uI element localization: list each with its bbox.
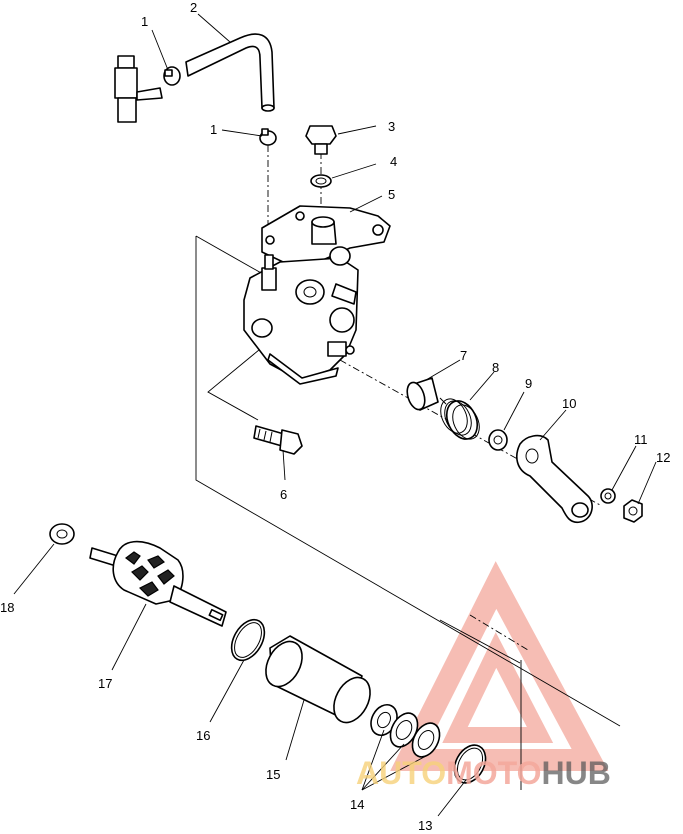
callout-11: 11 [634, 432, 648, 447]
sealing-washer [310, 174, 332, 188]
watermark-logo [390, 561, 609, 771]
pump-control-lever [516, 434, 593, 524]
flat-washer [488, 429, 508, 451]
callout-8: 8 [492, 360, 499, 375]
pump-mounting-bolt [253, 425, 303, 455]
return-spring [439, 397, 480, 440]
callout-labels: 1 2 1 3 4 5 6 7 8 9 10 11 12 13 14 15 16… [0, 0, 670, 833]
callout-12: 12 [656, 450, 670, 465]
callout-2: 2 [190, 0, 197, 15]
leader-lines [13, 13, 657, 817]
callout-14: 14 [350, 797, 364, 812]
hex-nut [623, 499, 643, 523]
watermark-text-moto: MOTO [446, 755, 541, 791]
callout-1-upper: 1 [141, 14, 148, 29]
oil-pump-body [243, 205, 391, 385]
banjo-bolt [305, 125, 337, 155]
hose-clamp-lower [259, 128, 277, 146]
lock-washer [600, 488, 616, 504]
thrust-washer [49, 523, 75, 545]
callout-1-lower: 1 [210, 122, 217, 137]
oil-line-hose [185, 33, 275, 112]
callout-10: 10 [562, 396, 576, 411]
snap-ring [453, 744, 487, 784]
callout-5: 5 [388, 187, 395, 202]
callout-4: 4 [390, 154, 397, 169]
assembly-lines [195, 145, 621, 790]
watermark-triangle-inner [442, 632, 554, 743]
callout-18: 18 [0, 600, 14, 615]
callout-3: 3 [388, 119, 395, 134]
callout-7: 7 [460, 348, 467, 363]
shim-washers [370, 703, 441, 758]
watermark-text-hub: HUB [541, 755, 610, 791]
watermark-triangle-outer [390, 561, 609, 771]
hose-clamp-upper [163, 66, 181, 86]
bushing [406, 377, 439, 411]
watermark-text: AUTOMOTOHUB [356, 755, 611, 791]
callout-17: 17 [98, 676, 112, 691]
watermark-text-auto: AUTO [356, 755, 446, 791]
callout-9: 9 [525, 376, 532, 391]
callout-16: 16 [196, 728, 210, 743]
callout-13: 13 [418, 818, 432, 833]
drive-gear-shaft [89, 540, 227, 627]
o-ring [230, 618, 266, 662]
oil-tank-fitting [114, 55, 163, 123]
callout-15: 15 [266, 767, 280, 782]
shaft-sleeve [265, 635, 371, 724]
callout-6: 6 [280, 487, 287, 502]
